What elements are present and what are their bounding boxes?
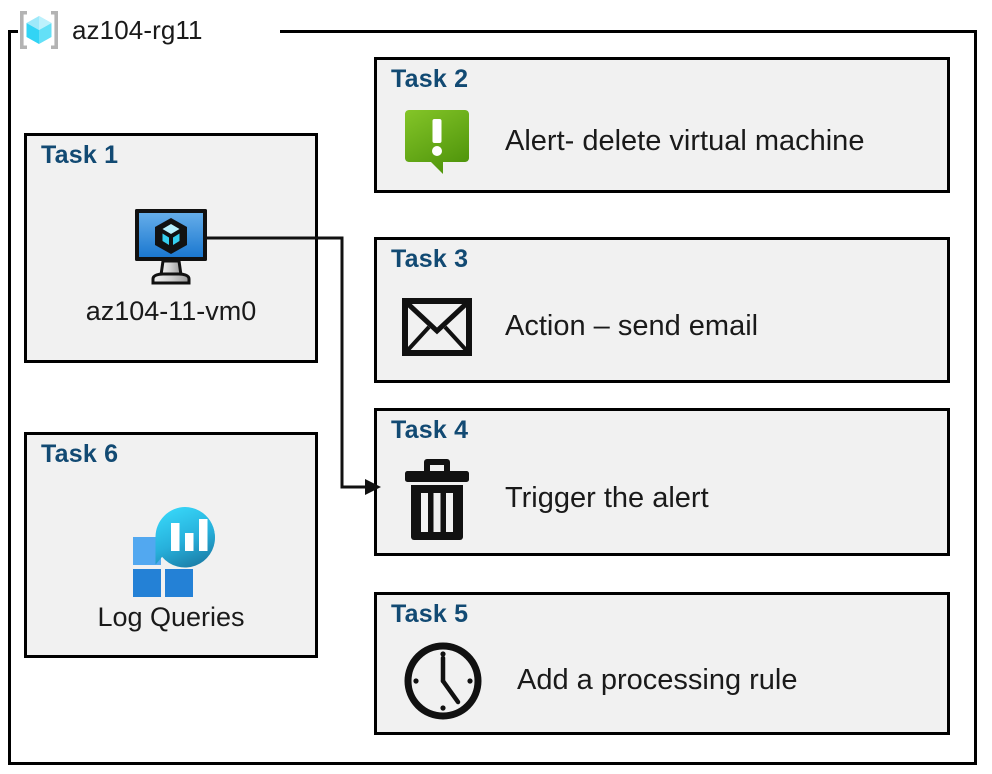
task-6-caption: Log Queries — [97, 602, 245, 633]
task-3-label: Action – send email — [505, 310, 759, 343]
task-4-box[interactable]: Task 4 Trigger the alert — [374, 408, 950, 556]
task-6-body: Log Queries — [27, 479, 315, 647]
task-4-label: Trigger the alert — [505, 482, 709, 515]
task-2-label: Alert- delete virtual machine — [505, 125, 865, 158]
task-1-title: Task 1 — [41, 141, 119, 169]
task-5-label: Add a processing rule — [517, 663, 798, 696]
task-6-box[interactable]: Task 6 — [24, 432, 318, 658]
task-1-box[interactable]: Task 1 — [24, 133, 318, 363]
task-1-body: az104-11-vm0 — [27, 180, 315, 352]
task-3-body: Action – send email — [401, 280, 937, 374]
task-4-title: Task 4 — [391, 416, 469, 444]
task-1-caption: az104-11-vm0 — [85, 296, 257, 327]
resource-group-container — [8, 30, 977, 765]
task-3-box[interactable]: Task 3 Action – send email — [374, 237, 950, 383]
trash-icon — [401, 455, 473, 543]
envelope-icon — [401, 297, 473, 357]
log-analytics-icon — [119, 493, 223, 598]
resource-group-header: az104-rg11 — [16, 2, 203, 58]
task-2-body: Alert- delete virtual machine — [401, 100, 937, 184]
clock-icon — [401, 639, 485, 723]
task-4-body: Trigger the alert — [401, 451, 937, 547]
alert-callout-icon — [401, 106, 473, 178]
resource-group-header-mask — [18, 18, 280, 44]
task-3-title: Task 3 — [391, 245, 469, 273]
task-2-box[interactable]: Task 2 Alert- delete virtual machine — [374, 57, 950, 193]
task-5-title: Task 5 — [391, 600, 469, 628]
virtual-machine-icon — [123, 205, 219, 291]
resource-group-name: az104-rg11 — [72, 15, 203, 45]
task-6-title: Task 6 — [41, 440, 119, 468]
task-5-box[interactable]: Task 5 Add a processing rule — [374, 592, 950, 735]
task-2-title: Task 2 — [391, 65, 469, 93]
task-5-body: Add a processing rule — [401, 635, 937, 726]
resource-group-icon — [16, 7, 62, 53]
